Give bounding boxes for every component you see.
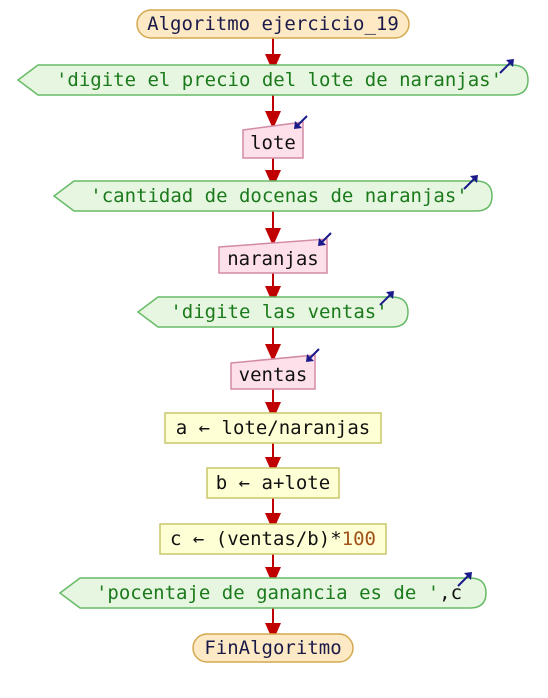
node-text: lote	[250, 132, 296, 154]
assign-node-asignar-c: c ← (ventas/b)*100	[159, 523, 387, 555]
output-shape	[52, 180, 493, 212]
end-terminal: FinAlgoritmo	[192, 633, 354, 663]
node-text-part: c ← (ventas/b)	[170, 528, 330, 550]
assign-node-asignar-b: b ← a+lote	[206, 467, 340, 499]
output-arrow-icon	[457, 572, 472, 587]
output-arrow-icon	[463, 175, 478, 190]
node-text-part: b ← a+lote	[216, 472, 330, 494]
node-text-part: *	[330, 528, 341, 550]
node-text-part: naranjas	[227, 248, 319, 270]
assign-shape	[206, 467, 340, 499]
node-text-part: 'digite el precio del lote de naranjas'	[56, 69, 502, 91]
node-text-part: ,c	[439, 582, 462, 604]
node-text-part: lote	[250, 132, 296, 154]
terminal-shape	[192, 633, 354, 663]
node-text: b ← a+lote	[216, 472, 330, 494]
node-text: a ← lote/naranjas	[176, 417, 370, 439]
node-text-part: a ← lote/naranjas	[176, 417, 370, 439]
node-text: naranjas	[227, 248, 319, 270]
output-arrow-icon	[499, 59, 514, 74]
node-text-part: 100	[342, 528, 376, 550]
output-node-escribir-1: 'digite el precio del lote de naranjas'	[16, 59, 529, 96]
input-node-leer-ventas: ventas	[230, 348, 320, 390]
node-text: c ← (ventas/b)*100	[170, 528, 376, 550]
output-node-escribir-2: 'cantidad de docenas de naranjas'	[52, 175, 493, 212]
node-text-part: ventas	[239, 364, 308, 386]
terminal-shape	[136, 9, 410, 39]
input-node-leer-naranjas: naranjas	[218, 232, 332, 274]
assign-node-asignar-a: a ← lote/naranjas	[164, 412, 382, 444]
output-arrow-icon	[379, 291, 394, 306]
flow-nodes: Algoritmo ejercicio_19 'digite el precio …	[16, 9, 529, 663]
node-text: 'digite las ventas'	[170, 301, 387, 323]
input-shape	[230, 354, 316, 390]
start-terminal: Algoritmo ejercicio_19	[136, 9, 410, 39]
node-text: ventas	[239, 364, 308, 386]
input-shape	[242, 121, 304, 159]
node-text-part: 'cantidad de docenas de naranjas'	[90, 185, 468, 207]
terminal-label: Algoritmo ejercicio_19	[147, 13, 399, 35]
input-node-leer-lote: lote	[242, 115, 308, 159]
node-text: 'pocentaje de ganancia es de ',c	[96, 582, 462, 604]
node-text: 'digite el precio del lote de naranjas'	[56, 69, 502, 91]
input-arrow-icon	[318, 232, 332, 246]
input-arrow-icon	[306, 348, 320, 362]
terminal-label: FinAlgoritmo	[204, 637, 341, 659]
output-node-escribir-4: 'pocentaje de ganancia es de ',c	[58, 572, 487, 609]
assign-shape	[164, 412, 382, 444]
node-text: 'cantidad de docenas de naranjas'	[90, 185, 468, 207]
output-shape	[58, 577, 487, 609]
input-shape	[218, 238, 328, 274]
input-arrow-icon	[294, 115, 308, 129]
output-shape	[16, 64, 529, 96]
node-text-part: 'digite las ventas'	[170, 301, 387, 323]
output-node-escribir-3: 'digite las ventas'	[136, 291, 409, 328]
output-shape	[136, 296, 409, 328]
node-text-part: 'pocentaje de ganancia es de '	[96, 582, 439, 604]
assign-shape	[159, 523, 387, 555]
